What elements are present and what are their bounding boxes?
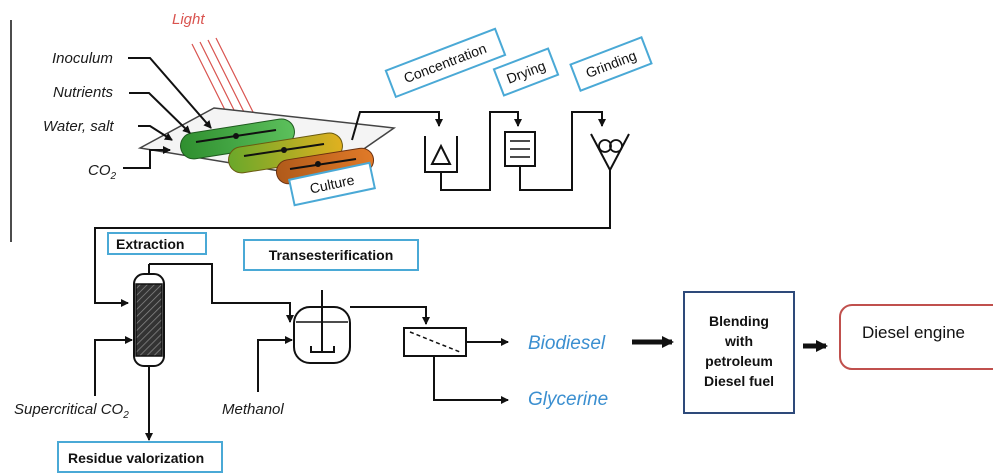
water-salt-label: Water, salt (43, 118, 114, 135)
transesterification-step: Transesterification (243, 239, 419, 271)
concentration-to-drying-line (440, 111, 522, 191)
nutrients-arrow (129, 92, 191, 134)
svg-text:petroleum: petroleum (705, 353, 773, 369)
glycerine-label: Glycerine (528, 389, 608, 410)
separator-icon (403, 327, 467, 357)
light-label: Light (172, 11, 205, 28)
grinding-to-extraction-line (94, 170, 611, 307)
residue-valorization-step: Residue valorization (57, 441, 223, 473)
extraction-step: Extraction (107, 232, 207, 255)
pond-to-concentration-line (351, 111, 443, 141)
concentration-step: Concentration (384, 27, 507, 99)
reactor-to-separator-line (350, 306, 430, 325)
diesel-engine-box: Diesel engine (839, 304, 993, 370)
biodiesel-label: Biodiesel (528, 333, 606, 354)
co2-label: CO2 (88, 162, 117, 182)
drying-to-grinding-line (519, 111, 606, 191)
svg-text:Diesel engine: Diesel engine (862, 323, 965, 342)
grinder-icon (590, 133, 630, 173)
co2-arrow (123, 146, 171, 169)
extraction-column-icon (133, 264, 165, 367)
dryer-icon (504, 131, 536, 167)
raceway-pond-icon (180, 118, 375, 185)
inoculum-label: Inoculum (52, 50, 113, 67)
grinding-step: Grinding (569, 36, 653, 92)
svg-text:Extraction: Extraction (116, 236, 184, 252)
water-salt-arrow (138, 125, 173, 141)
culture-step: Culture (288, 161, 376, 207)
methanol-label: Methanol (222, 401, 284, 418)
supercritical-co2-arrow (94, 336, 133, 396)
blending-box: Blending with petroleum Diesel fuel (683, 291, 795, 414)
extraction-to-transesterification-line (149, 263, 294, 323)
svg-text:Transesterification: Transesterification (269, 247, 394, 263)
svg-text:Residue valorization: Residue valorization (68, 450, 204, 466)
concentration-vessel-icon (424, 136, 458, 173)
nutrients-label: Nutrients (53, 84, 114, 101)
reactor-icon (293, 290, 351, 364)
inoculum-arrow (128, 57, 212, 129)
svg-text:with: with (724, 333, 753, 349)
drying-step: Drying (492, 47, 560, 97)
supercritical-co2-label: Supercritical CO2 (14, 401, 129, 421)
methanol-arrow (257, 336, 293, 392)
svg-text:Blending: Blending (709, 313, 769, 329)
separator-to-glycerine-line (433, 356, 509, 404)
svg-text:Diesel fuel: Diesel fuel (704, 373, 774, 389)
